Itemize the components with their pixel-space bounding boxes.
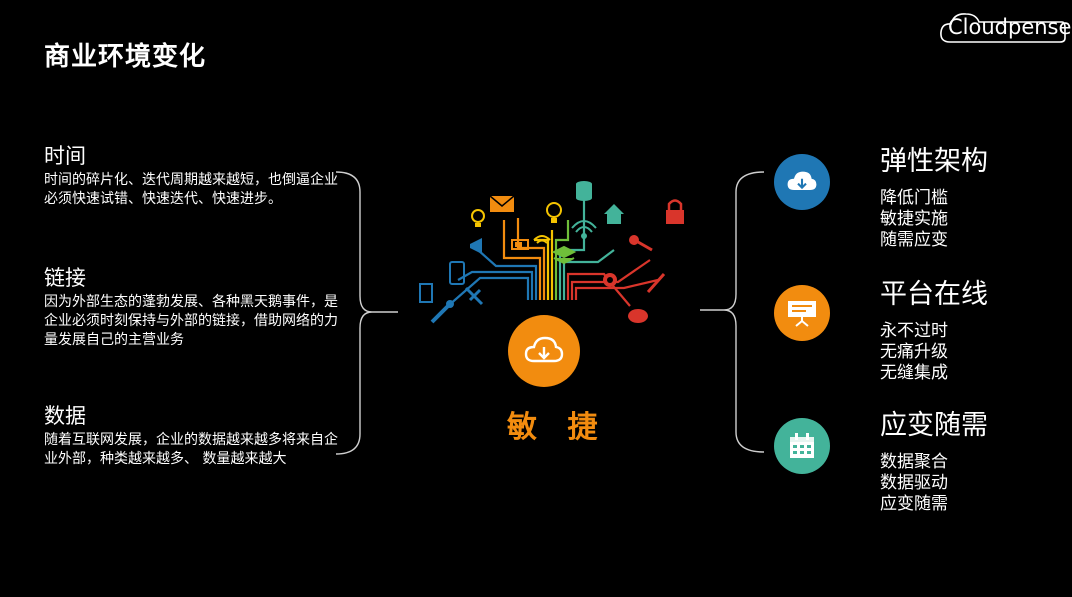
on-demand-circle bbox=[774, 418, 830, 474]
right-block-ondemand: 应变随需 数据聚合 数据驱动 应变随需 bbox=[880, 410, 1060, 515]
cloud-download-icon bbox=[787, 171, 817, 190]
elastic-architecture-circle bbox=[774, 154, 830, 210]
lightbulb-icon-2 bbox=[546, 202, 562, 223]
left-block-link: 链接 因为外部生态的蓬勃发展、各种黑天鹅事件，是企业必须时刻保持与外部的链接，借… bbox=[44, 265, 344, 350]
right-heading: 应变随需 bbox=[880, 410, 988, 441]
cloud-download-icon bbox=[524, 336, 564, 363]
left-text: 时间的碎片化、迭代周期越来越短，也倒逼企业必须快速试错、快速迭代、快速进步。 bbox=[44, 172, 338, 207]
right-heading: 平台在线 bbox=[880, 279, 988, 310]
satellite-icon bbox=[464, 286, 484, 306]
signal-icon bbox=[571, 220, 597, 239]
tablet-icon bbox=[449, 261, 465, 285]
battery-icon bbox=[511, 239, 529, 250]
envelope-icon bbox=[489, 195, 515, 212]
megaphone-icon bbox=[470, 238, 482, 254]
right-block-platform: 平台在线 永不过时 无痛升级 无缝集成 bbox=[880, 279, 1060, 384]
page-title: 商业环境变化 bbox=[44, 42, 207, 72]
left-brace bbox=[335, 171, 398, 455]
wrench-icon bbox=[430, 300, 454, 324]
presentation-board-icon bbox=[788, 301, 816, 327]
right-line: 应变随需 bbox=[880, 494, 948, 514]
chat-bubble-icon bbox=[628, 309, 648, 323]
right-line: 数据驱动 bbox=[880, 473, 948, 493]
logo-cloud-outline bbox=[940, 13, 1066, 43]
lock-icon bbox=[666, 199, 684, 224]
left-heading: 链接 bbox=[44, 266, 86, 290]
right-line: 无缝集成 bbox=[880, 363, 948, 383]
layers-icon bbox=[551, 245, 577, 265]
agile-label: 敏 捷 bbox=[507, 410, 608, 445]
right-brace bbox=[700, 171, 765, 453]
left-text: 因为外部生态的蓬勃发展、各种黑天鹅事件，是企业必须时刻保持与外部的链接，借助网络… bbox=[44, 294, 338, 348]
right-block-elastic: 弹性架构 降低门槛 敏捷实施 随需应变 bbox=[880, 146, 1060, 251]
phone-icon bbox=[419, 283, 433, 303]
home-icon bbox=[604, 204, 624, 224]
right-line: 随需应变 bbox=[880, 230, 948, 250]
left-text: 随着互联网发展，企业的数据越来越多将来自企业外部，种类越来越多、 数量越来越大 bbox=[44, 432, 338, 467]
left-heading: 时间 bbox=[44, 144, 86, 168]
right-line: 敏捷实施 bbox=[880, 209, 948, 229]
right-line: 数据聚合 bbox=[880, 452, 948, 472]
pencil-icon bbox=[646, 273, 666, 293]
logo-text: Cloudpense bbox=[948, 15, 1072, 39]
lightbulb-icon bbox=[471, 209, 485, 227]
right-line: 降低门槛 bbox=[880, 188, 948, 208]
right-line: 无痛升级 bbox=[880, 342, 948, 362]
left-block-time: 时间 时间的碎片化、迭代周期越来越短，也倒逼企业必须快速试错、快速迭代、快速进步… bbox=[44, 143, 344, 209]
key-icon bbox=[629, 235, 653, 252]
database-icon bbox=[576, 181, 592, 201]
wifi-icon bbox=[533, 235, 551, 244]
agile-hub-circle bbox=[508, 315, 580, 387]
left-block-data: 数据 随着互联网发展，企业的数据越来越多将来自企业外部，种类越来越多、 数量越来… bbox=[44, 403, 344, 469]
calendar-icon bbox=[790, 433, 814, 458]
right-heading: 弹性架构 bbox=[880, 146, 988, 177]
left-heading: 数据 bbox=[44, 404, 86, 428]
right-line: 永不过时 bbox=[880, 321, 948, 341]
agile-icon-tree bbox=[419, 181, 684, 324]
platform-online-circle bbox=[774, 285, 830, 341]
gear-icon bbox=[603, 273, 617, 287]
